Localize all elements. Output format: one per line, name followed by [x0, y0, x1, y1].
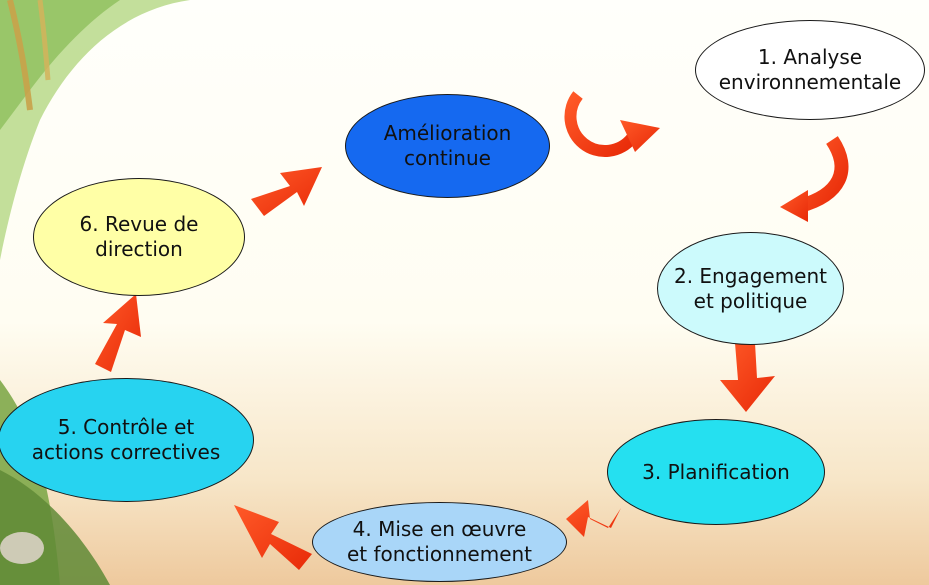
arrow-planification-to-mise-en-oeuvre: [566, 500, 621, 537]
node-engagement-politique: 2. Engagement et politique: [657, 232, 844, 345]
node-controle-actions-correctives: 5. Contrôle et actions correctives: [0, 378, 254, 502]
node-label-line1: 6. Revue de: [79, 212, 199, 236]
top-left-leaves: [0, 0, 120, 130]
arrow-controle-to-revue: [95, 294, 141, 372]
node-label-line2: actions correctives: [31, 440, 221, 464]
node-label-line2: et politique: [693, 288, 808, 313]
node-amelioration-continue: Amélioration continue: [345, 94, 550, 198]
node-mise-en-oeuvre: 4. Mise en œuvre et fonctionnement: [312, 502, 567, 582]
arrow-engagement-to-planification: [720, 343, 775, 412]
curved-arrow-analyse-to-engagement: [780, 136, 849, 222]
node-label-line1: 5. Contrôle et: [57, 415, 195, 439]
node-label-line1: 1. Analyse: [757, 45, 863, 69]
arrow-mise-en-oeuvre-to-controle: [234, 505, 312, 570]
circular-arrow-icon: [564, 91, 660, 157]
node-label-line2: environnementale: [718, 70, 902, 94]
node-analyse-environnementale: 1. Analyse environnementale: [695, 20, 925, 120]
node-label-line1: 2. Engagement: [673, 263, 827, 288]
node-label-line1: Amélioration: [383, 121, 512, 145]
arrow-revue-to-amelioration: [251, 167, 322, 216]
node-label-line2: continue: [404, 146, 491, 170]
node-label-line2: direction: [95, 237, 183, 261]
node-label-line1: 4. Mise en œuvre: [352, 517, 527, 541]
node-label-line2: et fonctionnement: [346, 542, 533, 566]
wheat-stalk-icon: [37, 0, 51, 81]
node-revue-de-direction: 6. Revue de direction: [33, 178, 245, 296]
cow-icon: [0, 532, 44, 564]
wheat-stalk-icon: [7, 0, 33, 111]
node-label-line1: 3. Planification: [642, 459, 790, 484]
node-planification: 3. Planification: [607, 419, 825, 525]
